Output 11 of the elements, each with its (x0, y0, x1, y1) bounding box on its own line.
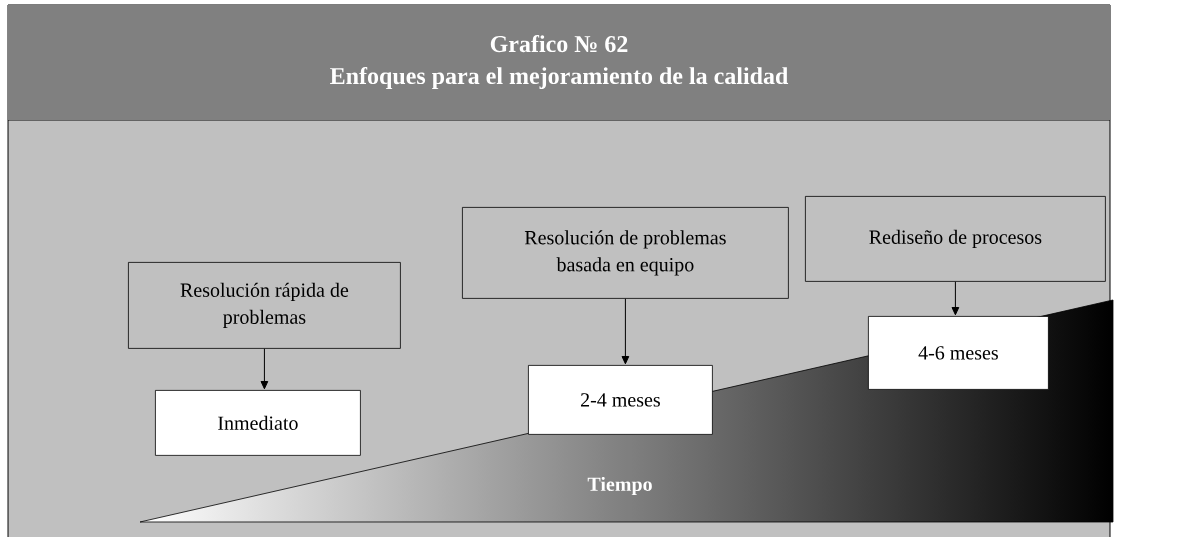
process-box: Rediseño de procesos (805, 196, 1106, 282)
time-box: 2-4 meses (528, 365, 713, 435)
time-box: 4-6 meses (868, 316, 1049, 390)
time-box: Inmediato (155, 390, 361, 456)
arrow (621, 298, 630, 365)
arrow (260, 348, 269, 390)
process-box: Resolución rápida de problemas (128, 262, 401, 349)
axis-label: Tiempo (587, 476, 652, 496)
arrow (951, 281, 960, 316)
process-box: Resolución de problemas basada en equipo (462, 207, 789, 299)
title-band: Grafico № 62 Enfoques para el mejoramiento de la calidad (8, 5, 1110, 120)
